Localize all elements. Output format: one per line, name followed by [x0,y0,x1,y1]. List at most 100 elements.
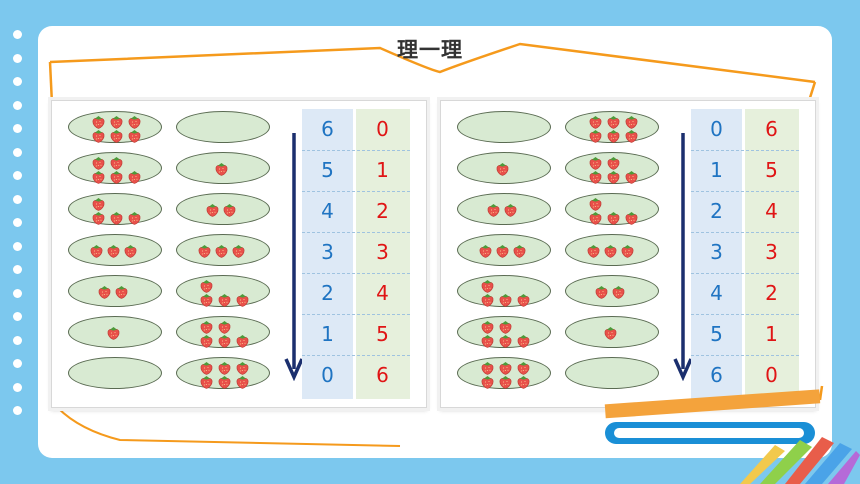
binder-dots [13,30,25,430]
strawberry-icon [223,202,236,217]
binder-dot [13,147,22,157]
left-count: 0 [321,363,334,387]
binder-dot [13,359,22,368]
strawberry-icon [499,374,512,389]
strawberry-icon [589,210,602,225]
right-count: 6 [376,363,389,387]
right-count: 3 [765,240,778,264]
strawberry-icon [232,243,245,258]
strawberry-icon [128,169,141,184]
strawberry-icon [128,128,141,143]
strawberry-plate [68,275,162,307]
strawberry-plate [457,193,551,225]
strawberry-icon [589,114,602,129]
strawberry-icon [481,319,494,334]
right-count: 2 [376,199,389,223]
left-count: 5 [710,322,723,346]
strawberry-icon [481,278,494,293]
strawberry-icon [218,333,231,348]
row-divider [691,355,799,356]
strawberry-icon [481,374,494,389]
strawberry-icon [607,169,620,184]
strawberry-icon [115,284,128,299]
strawberry-plate [457,152,551,184]
strawberry-icon [604,243,617,258]
strawberry-icon [218,374,231,389]
binder-dot [13,30,22,39]
binder-dot [13,312,22,321]
strawberry-plate [176,357,270,389]
right-count: 4 [765,199,778,223]
row-divider [691,150,799,151]
right-count: 0 [376,117,389,141]
binder-dot [13,265,22,274]
left-count: 5 [321,158,334,182]
strawberry-plate [457,234,551,266]
left-count: 1 [321,322,334,346]
strawberry-icon [499,333,512,348]
strawberry-icon [479,243,492,258]
row-divider [302,191,410,192]
strawberry-icon [200,333,213,348]
strawberry-plate [457,111,551,143]
row-divider [302,232,410,233]
strawberry-plate [565,111,659,143]
strawberry-icon [124,243,137,258]
strawberry-icon [499,319,512,334]
strawberry-icon [200,278,213,293]
right-count: 3 [376,240,389,264]
row-divider [302,150,410,151]
strawberry-icon [90,243,103,258]
strawberry-icon [496,161,509,176]
strawberry-icon [607,114,620,129]
binder-dot [13,171,22,180]
strawberry-icon [487,202,500,217]
strawberry-icon [110,114,123,129]
strawberry-icon [92,169,105,184]
strawberry-icon [110,210,123,225]
strawberry-plate [68,193,162,225]
strawberry-icon [481,333,494,348]
right-count: 1 [765,322,778,346]
strawberry-icon [589,128,602,143]
strawberry-plate [68,152,162,184]
right-count-column [356,109,410,399]
strawberry-icon [198,243,211,258]
strawberry-icon [481,292,494,307]
strawberry-icon [98,284,111,299]
page-title: 理一理 [397,38,463,62]
row-divider [691,273,799,274]
binder-dot [13,53,22,63]
strawberry-plate [565,234,659,266]
left-count: 1 [710,158,723,182]
strawberry-plate [565,316,659,348]
strawberry-plate [176,275,270,307]
strawberry-icon [92,196,105,211]
strawberry-icon [128,114,141,129]
right-count: 1 [376,158,389,182]
strawberry-icon [607,155,620,170]
binder-dot [13,288,22,298]
row-divider [691,191,799,192]
binder-dot [13,406,22,415]
strawberry-plate [565,193,659,225]
strawberry-icon [218,292,231,307]
left-count: 6 [321,117,334,141]
pencils-decoration [604,389,860,484]
left-count: 3 [321,240,334,264]
binder-dot [13,194,22,204]
strawberry-icon [499,292,512,307]
strawberry-icon [625,114,638,129]
strawberry-icon [517,374,530,389]
strawberry-icon [517,333,530,348]
strawberry-plate [68,111,162,143]
strawberry-plate [457,275,551,307]
left-count: 0 [710,117,723,141]
strawberry-plate [176,316,270,348]
left-count-column [691,109,742,399]
strawberry-icon [236,292,249,307]
strawberry-plate [565,152,659,184]
row-divider [302,273,410,274]
